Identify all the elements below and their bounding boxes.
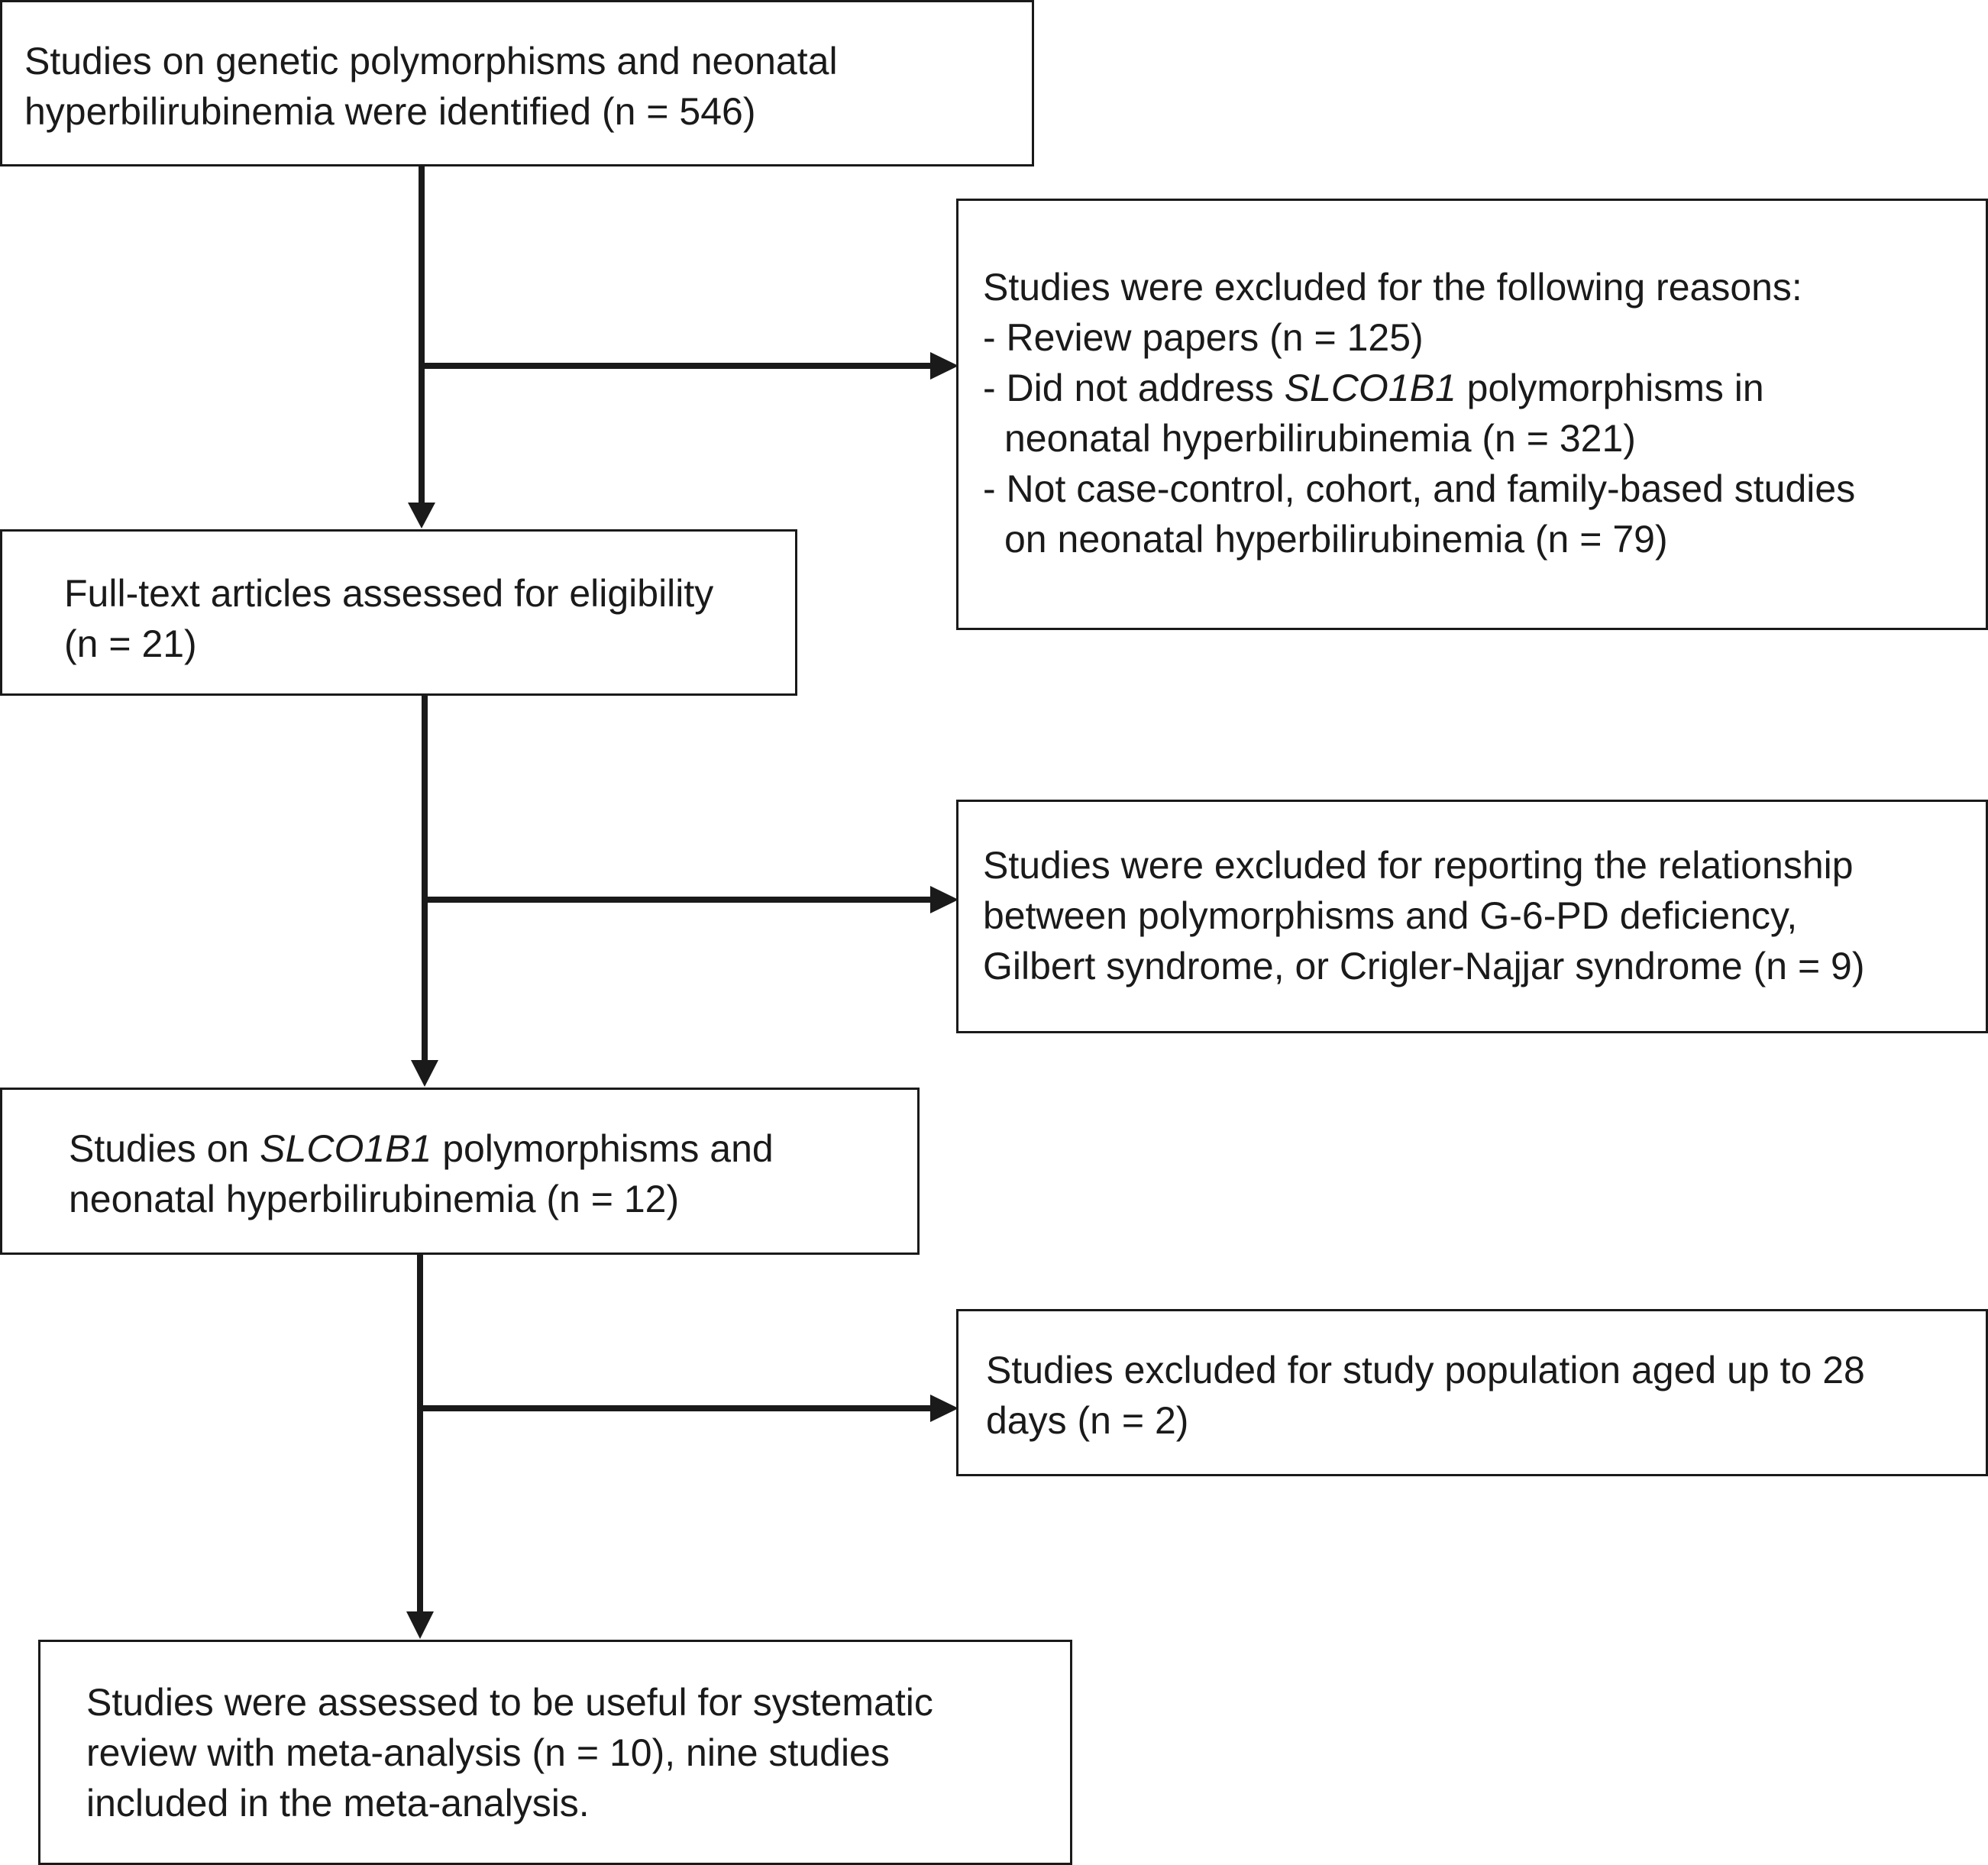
exclusion-age-text: Studies excluded for study population ag… — [986, 1345, 1865, 1446]
exclusion-item-review: - Review papers (n = 125) — [983, 316, 1424, 359]
exclusion2-line-1: Studies were excluded for reporting the … — [983, 844, 1854, 887]
exclusion-item-design-cont: on neonatal hyperbilirubinemia (n = 79) — [1004, 518, 1668, 561]
slco-studies-text: Studies on SLCO1B1 polymorphisms and neo… — [69, 1123, 774, 1224]
exclusion-relationship-box: Studies were excluded for reporting the … — [956, 800, 1988, 1033]
fulltext-assessed-text: Full-text articles assessed for eligibil… — [64, 568, 713, 669]
final-included-box: Studies were assessed to be useful for s… — [38, 1640, 1072, 1865]
final-line-2: review with meta-analysis (n = 10), nine… — [86, 1731, 890, 1774]
identified-line-1: Studies on genetic polymorphisms and neo… — [24, 40, 838, 82]
exclusion-reasons-text: Studies were excluded for the following … — [983, 262, 1855, 564]
slco-line-1: Studies on SLCO1B1 polymorphisms and — [69, 1123, 774, 1174]
exclusion3-line-2: days (n = 2) — [986, 1399, 1189, 1442]
exclusion-heading: Studies were excluded for the following … — [983, 266, 1802, 309]
slco-line-1-suffix: polymorphisms and — [432, 1127, 774, 1170]
final-line-1: Studies were assessed to be useful for s… — [86, 1681, 933, 1724]
exclusion-relationship-text: Studies were excluded for reporting the … — [983, 840, 1865, 991]
exclusion-item-slco-cont: neonatal hyperbilirubinemia (n = 321) — [1004, 417, 1636, 460]
final-included-text: Studies were assessed to be useful for s… — [86, 1677, 933, 1828]
gene-name-slco1b1: SLCO1B1 — [1284, 367, 1456, 409]
exclusion3-line-1: Studies excluded for study population ag… — [986, 1349, 1865, 1391]
arrowhead-down-2 — [411, 1060, 438, 1087]
arrowhead-right-2 — [930, 886, 958, 913]
exclusion-age-box: Studies excluded for study population ag… — [956, 1309, 1988, 1476]
exclusion2-line-3: Gilbert syndrome, or Crigler-Najjar synd… — [983, 945, 1865, 987]
exclusion-item-slco: - Did not address SLCO1B1 polymorphisms … — [983, 363, 1855, 413]
gene-name-slco1b1-2: SLCO1B1 — [260, 1127, 432, 1170]
exclusion-item-design: - Not case-control, cohort, and family-b… — [983, 467, 1856, 510]
slco-line-1-prefix: Studies on — [69, 1127, 260, 1170]
slco-studies-box: Studies on SLCO1B1 polymorphisms and neo… — [0, 1088, 920, 1255]
fulltext-line-2: (n = 21) — [64, 622, 197, 665]
exclusion2-line-2: between polymorphisms and G-6-PD deficie… — [983, 894, 1798, 937]
arrowhead-down-1 — [408, 503, 435, 528]
arrowhead-down-3 — [406, 1611, 434, 1639]
exclusion-item-slco-prefix: - Did not address — [983, 367, 1285, 409]
arrowhead-right-1 — [930, 352, 958, 380]
identified-studies-text: Studies on genetic polymorphisms and neo… — [24, 36, 838, 137]
identified-line-2: hyperbilirubinemia were identified (n = … — [24, 90, 756, 133]
exclusion-item-slco-suffix: polymorphisms in — [1456, 367, 1764, 409]
final-line-3: included in the meta-analysis. — [86, 1782, 590, 1825]
fulltext-assessed-box: Full-text articles assessed for eligibil… — [0, 529, 797, 696]
identified-studies-box: Studies on genetic polymorphisms and neo… — [0, 0, 1034, 166]
slco-line-2: neonatal hyperbilirubinemia (n = 12) — [69, 1178, 680, 1220]
fulltext-line-1: Full-text articles assessed for eligibil… — [64, 572, 714, 615]
exclusion-reasons-box: Studies were excluded for the following … — [956, 199, 1988, 630]
arrowhead-right-3 — [930, 1395, 958, 1422]
